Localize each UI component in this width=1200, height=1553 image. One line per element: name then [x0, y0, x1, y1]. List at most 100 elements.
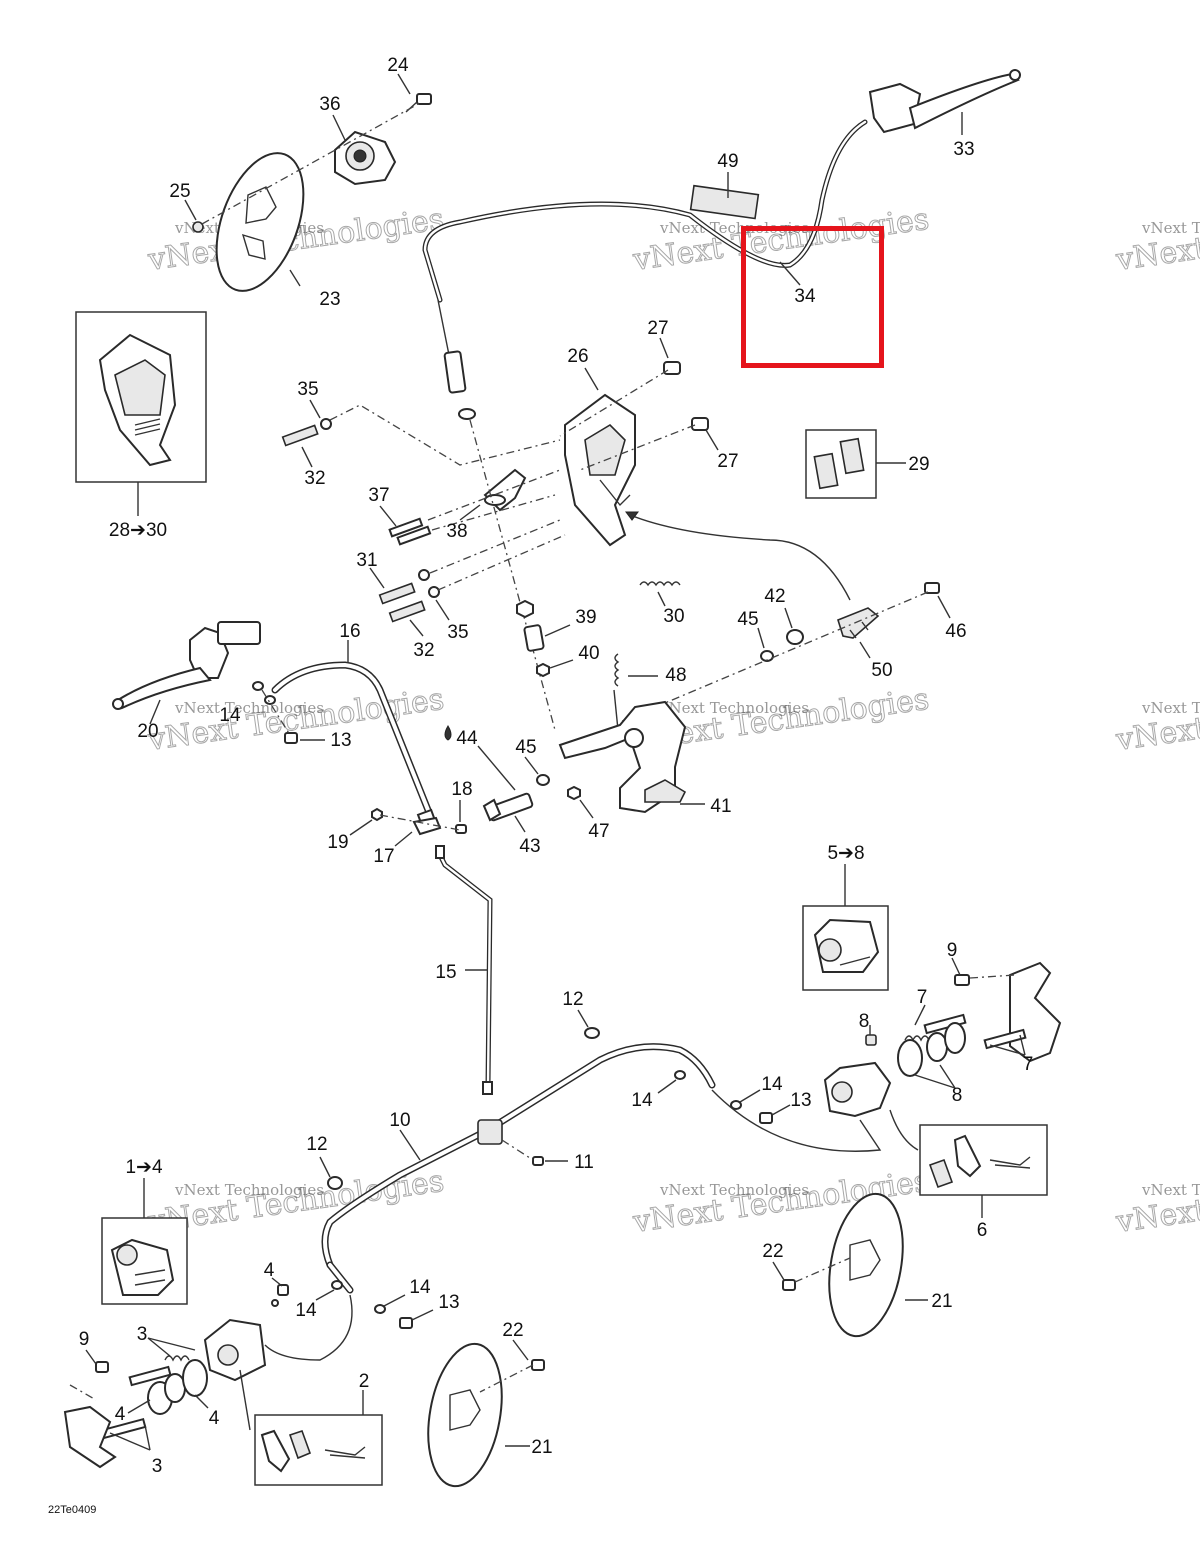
brake-disc-21-right[interactable] [819, 1188, 913, 1342]
bolt-31[interactable] [378, 582, 416, 605]
grease-44[interactable] [444, 725, 452, 741]
watermark-small: vNext Technologies [659, 1181, 809, 1199]
callout-21-right: 21 [931, 1291, 952, 1312]
grommet-12-right[interactable] [584, 1027, 600, 1039]
callout-5-8: 5➔8 [827, 843, 864, 864]
washer-42[interactable] [786, 629, 804, 645]
bolt-9-right[interactable] [954, 974, 970, 986]
sleeve-39[interactable] [523, 624, 545, 652]
callout-32-middle: 32 [413, 640, 434, 661]
callout-12-left: 12 [306, 1134, 327, 1155]
washers-35-middle[interactable] [418, 569, 440, 598]
master-cylinder-lever-20[interactable] [112, 621, 261, 710]
callout-30: 30 [663, 606, 684, 627]
brake-lever-33[interactable] [868, 69, 1021, 134]
cable-sleeve-49[interactable] [689, 184, 760, 220]
washer-45-right[interactable] [760, 650, 774, 662]
bolt-32-middle[interactable] [388, 600, 426, 623]
banjo-bolt-13-lower[interactable] [399, 1317, 413, 1329]
bolt-27-bottom[interactable] [691, 417, 709, 431]
callout-27-bottom: 27 [717, 451, 738, 472]
washers-14-lower[interactable] [331, 1280, 386, 1314]
spring-30[interactable] [639, 581, 681, 587]
callout-25: 25 [169, 181, 190, 202]
caliper-bracket-left[interactable] [63, 1405, 117, 1469]
callout-12-right: 12 [562, 989, 583, 1010]
callout-14-lower-a: 14 [295, 1300, 317, 1321]
brake-disc-23[interactable] [200, 141, 321, 302]
caliper-body-left[interactable] [203, 1318, 267, 1382]
callout-38: 38 [446, 521, 467, 542]
callout-28-30: 28➔30 [109, 520, 167, 541]
pad-set-29-box[interactable] [805, 429, 877, 499]
washer-45-left[interactable] [536, 774, 550, 786]
brake-cable-34[interactable] [422, 119, 868, 420]
callout-8-bottom: 8 [952, 1085, 963, 1106]
bolt-22-right[interactable] [782, 1279, 796, 1291]
mounting-bracket-38[interactable] [483, 468, 527, 512]
brake-disc-21-left[interactable] [418, 1338, 512, 1492]
bleeder-4-top[interactable] [271, 1284, 289, 1307]
bolts-37[interactable] [388, 517, 432, 546]
callout-20: 20 [137, 721, 158, 742]
callout-48: 48 [665, 665, 686, 686]
caliper-1-4-box[interactable] [101, 1217, 188, 1305]
caliper-5-8-box[interactable] [802, 905, 889, 991]
washers-14-right[interactable] [674, 1070, 742, 1110]
nut-39[interactable] [516, 599, 534, 619]
callout-31: 31 [356, 550, 377, 571]
callout-14-upper: 14 [219, 705, 241, 726]
brake-pad-50[interactable] [837, 607, 880, 639]
spring-48[interactable] [614, 653, 620, 687]
caliper-assembly-28-30-box[interactable] [75, 311, 207, 483]
callout-13-right: 13 [790, 1090, 811, 1111]
callout-2: 2 [359, 1371, 370, 1392]
caliper-bracket-right[interactable] [1009, 961, 1062, 1063]
brake-caliper-bracket-26[interactable] [564, 393, 636, 547]
pad-kit-6-box[interactable] [919, 1124, 1048, 1196]
brake-tee-junction[interactable] [477, 1119, 503, 1145]
caliper-body-right[interactable] [823, 1061, 892, 1118]
nut-19[interactable] [371, 807, 383, 822]
grommet-12-left[interactable] [327, 1176, 343, 1190]
pad-kit-2-box[interactable] [254, 1414, 383, 1486]
banjo-bolt-13-right[interactable] [759, 1112, 773, 1124]
pistons-seals-4[interactable] [147, 1359, 208, 1415]
brake-hose-10[interactable] [321, 1043, 716, 1294]
nut-47[interactable] [567, 785, 581, 801]
caliper-pins-7[interactable] [904, 1013, 1027, 1050]
callout-4-left: 4 [115, 1404, 126, 1425]
pivot-bolt-43[interactable] [482, 792, 534, 822]
watermark-small: vNext Technologies [1141, 699, 1200, 717]
callout-37: 37 [368, 485, 389, 506]
banjo-bolt-13-upper[interactable] [284, 732, 298, 744]
callout-11: 11 [574, 1152, 594, 1173]
callout-18: 18 [451, 779, 472, 800]
callout-36: 36 [319, 94, 340, 115]
brake-pedal-41[interactable] [558, 700, 687, 814]
adjuster-screw-32-top[interactable] [281, 424, 319, 447]
bolt-9-left[interactable] [95, 1361, 109, 1373]
callout-15: 15 [435, 962, 456, 983]
watermark-small: vNext Technologies [1141, 1181, 1200, 1199]
washers-14-upper[interactable] [252, 681, 276, 705]
watermark-text: vNext Technologies [1113, 202, 1200, 278]
watermark-small: vNext Technologies [174, 699, 324, 717]
callout-22-left: 22 [502, 1320, 523, 1341]
pistons-seals-8[interactable] [865, 1022, 966, 1077]
callout-42: 42 [764, 586, 785, 607]
bolt-22-left[interactable] [531, 1359, 545, 1371]
callout-7-right: 7 [1023, 1054, 1034, 1075]
washer-35-top[interactable] [320, 418, 332, 430]
callout-34[interactable]: 34 [794, 286, 816, 307]
wheel-hub-36[interactable] [334, 130, 397, 186]
callout-17: 17 [373, 846, 394, 867]
brake-line-15[interactable] [435, 845, 493, 1095]
bolt-11[interactable] [532, 1156, 544, 1166]
bolt-46[interactable] [924, 582, 940, 594]
nut-40[interactable] [536, 662, 550, 678]
bolt-27-top[interactable] [663, 361, 681, 375]
bolt-25[interactable] [192, 221, 204, 233]
watermark-text: vNext Technologies [1113, 1164, 1200, 1240]
